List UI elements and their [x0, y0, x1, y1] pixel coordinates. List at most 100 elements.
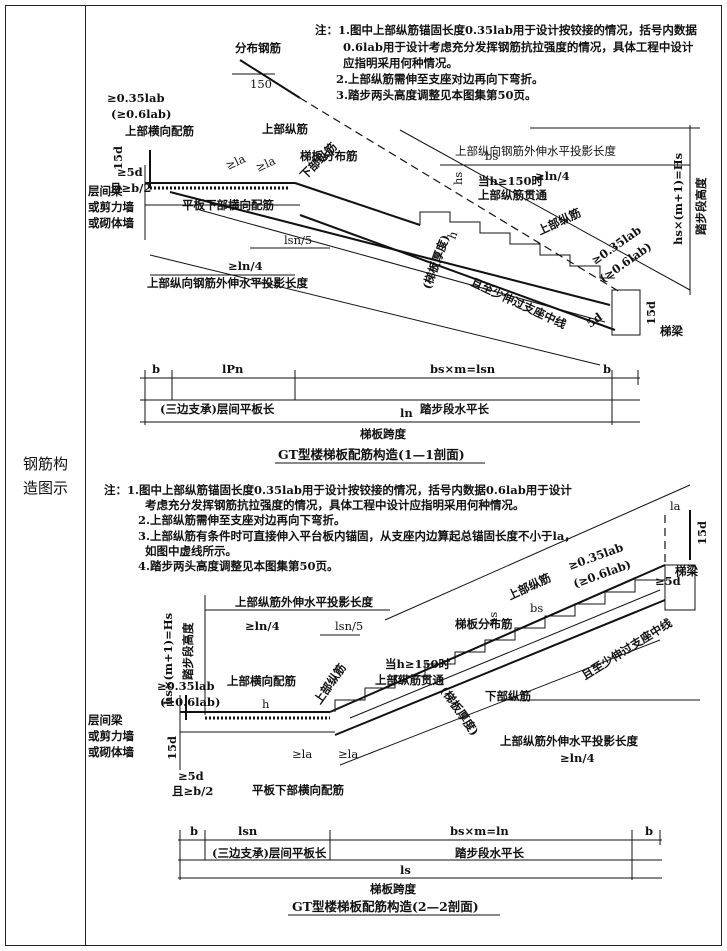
label-5d: ≥5d	[178, 769, 204, 783]
top-section-title: GT型楼梯板配筋构造(1—1剖面)	[278, 447, 465, 462]
bottom-note-line: 注：1.图中上部纵筋锚固长度0.35lab用于设计按铰接的情况，括号内数据0.6…	[104, 483, 572, 497]
top-structure	[144, 59, 700, 366]
top-notes: 注：1.图中上部纵筋锚固长度0.35lab用于设计按铰接的情况，括号内数据 0.…	[315, 23, 697, 102]
bottom-section-drawing: 注：1.图中上部纵筋锚固长度0.35lab用于设计按铰接的情况，括号内数据0.6…	[87, 483, 709, 916]
label-bs: bs	[530, 601, 543, 615]
label-top-transverse: 上部横向配筋	[125, 124, 194, 138]
label-bottom-long: 下部纵筋	[485, 689, 531, 703]
label-15d: 15d	[111, 146, 125, 170]
slab-bottom	[299, 214, 616, 331]
label-ln4: ≥ln/4	[245, 619, 280, 633]
bottom-note-line: 考虑充分发挥钢筋抗拉强度的情况，具体工程中设计应指明采用何种情况。	[145, 498, 525, 512]
label-5d: ≥5d	[117, 165, 143, 179]
dim-ln: ln	[400, 406, 413, 420]
label-lsn5: lsn/5	[284, 233, 312, 247]
label-anchor-alt: (≥0.6lab)	[160, 695, 220, 709]
top-note-line: 应指明采用何种情况。	[343, 56, 458, 70]
label-la: ≥la	[223, 151, 247, 172]
outer-line	[149, 254, 601, 366]
label-5d: ≥5d	[655, 574, 681, 588]
label-wall: 层间梁	[87, 184, 123, 198]
label-15d: 15d	[165, 736, 179, 760]
label-la: ≥la	[338, 747, 358, 761]
label-projection-bottom: 上部纵筋外伸水平投影长度	[500, 734, 638, 748]
label-beam: 梯梁	[660, 324, 683, 338]
label-thickness: (梯板厚度)	[438, 684, 482, 739]
top-note-line: 0.6lab用于设计考虑充分发挥钢筋抗拉强度的情况，具体工程中设计	[343, 40, 694, 54]
bottom-note-line: 如图中虚线所示。	[145, 544, 237, 558]
label-beam: 梯梁	[675, 564, 698, 578]
label-h150: 当h≥150时	[385, 657, 451, 671]
detail-table: 钢筋构造图示	[5, 5, 722, 946]
label-top-long: 上部纵筋	[505, 570, 553, 602]
dim-span: 梯板跨度	[360, 427, 406, 441]
label-wall: 或砌体墙	[88, 216, 134, 230]
label-15d: 15d	[695, 521, 709, 545]
slab-top-bar	[329, 564, 666, 713]
top-note-line: 2.上部纵筋需伸至支座对边再向下弯折。	[336, 72, 544, 86]
bottom-note-line: 4.踏步两头高度调整见本图集第50页。	[138, 559, 339, 573]
label-anchor: ≥0.35lab	[107, 91, 165, 105]
label-slab-distribution: 梯板分布筋	[300, 149, 358, 163]
stair-steps	[334, 565, 666, 712]
label-projection-top: 上部纵筋外伸水平投影长度	[235, 595, 373, 609]
label-15d: 15d	[644, 301, 658, 325]
top-note-line: 注：1.图中上部纵筋锚固长度0.35lab用于设计按铰接的情况，括号内数据	[315, 23, 697, 37]
label-h: h	[262, 697, 270, 711]
label-wall: 或剪力墙	[88, 200, 134, 214]
slab-top	[294, 182, 421, 226]
label-5d: 5d	[584, 310, 605, 331]
label-half-b: 且≥b/2	[110, 181, 151, 195]
label-anchor: ≥0.35lab	[157, 679, 215, 693]
label-wall: 或剪力墙	[88, 729, 134, 743]
dim-run-length: 踏步段水平长	[420, 402, 489, 416]
label-lsn5: lsn/5	[335, 619, 363, 633]
stair-beam	[664, 564, 696, 611]
row-label-cell: 钢筋构造图示	[6, 6, 86, 945]
label-ln4: ≥ln/4	[535, 169, 570, 183]
stair-steps	[419, 211, 615, 279]
bottom-note-line: 2.上部纵筋需伸至支座对边再向下弯折。	[138, 513, 346, 527]
dim-landing-length: (三边支承)层间平板长	[160, 402, 275, 416]
dim-b: b	[190, 824, 198, 838]
outer-line-upper	[399, 129, 691, 291]
label-la: ≥la	[253, 153, 277, 174]
bottom-section-title: GT型楼梯板配筋构造(2—2剖面)	[292, 899, 479, 914]
label-projection-right: 上部纵向钢筋外伸水平投影长度	[455, 144, 616, 158]
label-anchor-alt: (≥0.6lab)	[111, 107, 171, 121]
label-through: 上部纵筋贯通	[478, 188, 547, 202]
label-height-formula: hs×(m+1)=Hs	[161, 613, 175, 705]
row-label: 钢筋构造图示	[22, 454, 68, 497]
label-la: ≥la	[292, 747, 312, 761]
label-h150: 当h≥150时	[478, 174, 544, 188]
dim-b: b	[603, 362, 611, 376]
label-ln4: ≥ln/4	[228, 259, 263, 273]
label-height: 踏步段高度	[694, 177, 708, 235]
label-thickness: (梯板厚度)	[420, 233, 453, 291]
bottom-structure	[179, 484, 700, 770]
dim-b: b	[152, 362, 160, 376]
label-distribution-bar: 分布钢筋	[235, 41, 281, 55]
label-half-b: 且≥b/2	[172, 784, 213, 798]
label-top-long: 上部纵筋	[535, 205, 583, 237]
slab-bottom	[334, 599, 666, 736]
distribution-bar	[239, 59, 301, 99]
top-long-bar	[169, 191, 611, 306]
bottom-long-bar	[199, 209, 606, 323]
top-section-drawing: 注：1.图中上部纵筋锚固长度0.35lab用于设计按铰接的情况，括号内数据 0.…	[87, 23, 708, 464]
dim-run: bs×m=lsn	[430, 362, 496, 376]
label-hs: hs	[451, 172, 465, 185]
bottom-note-line: 3.上部纵筋有条件时可直接伸入平台板内锚固，从支座内边算起总锚固长度不小于la，	[138, 529, 576, 543]
label-slab-bottom-transverse: 平板下部横向配筋	[182, 198, 274, 212]
bottom-dimensions: b lsn bs×m=ln b (三边支承)层间平板长 踏步段水平长 ls 梯板…	[178, 824, 662, 896]
top-note-line: 3.踏步两头高度调整见本图集第50页。	[336, 88, 537, 102]
label-wall: 或砌体墙	[88, 745, 134, 759]
outer-line-upper	[384, 484, 691, 621]
label-bs: bs	[485, 149, 498, 163]
label-centerline: 且至少伸过支座中线	[469, 275, 569, 332]
label-through: 上部纵筋贯通	[375, 673, 444, 687]
label-centerline: 且至少伸过支座中线	[579, 616, 675, 683]
label-ln4: ≥ln/4	[560, 751, 595, 765]
label-wall: 层间梁	[87, 713, 123, 727]
